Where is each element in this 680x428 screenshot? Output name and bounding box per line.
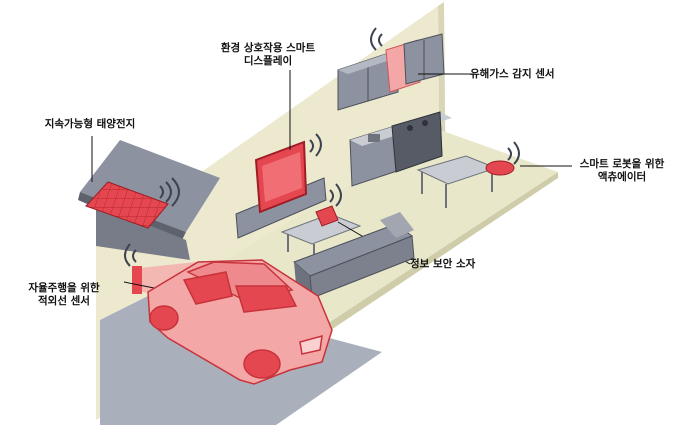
security-device-label: 정보 보안 소자 xyxy=(410,258,476,270)
car-wheel-rear xyxy=(149,305,179,331)
roof xyxy=(80,140,220,232)
coffee-table xyxy=(280,213,362,245)
car-headlight xyxy=(299,334,323,355)
car xyxy=(147,259,333,385)
display-signal-icon xyxy=(309,133,322,157)
car-wheel-front xyxy=(243,349,281,379)
ir-sensor xyxy=(132,266,142,294)
smart-display-label: 환경 상호작용 스마트 디스플레이 xyxy=(220,42,316,67)
solar-cell-label: 지속가능형 태양전지 xyxy=(44,118,136,130)
ir-sensor-label: 자율주행을 위한 적외선 센서 xyxy=(28,282,100,307)
robot-vacuum xyxy=(485,160,515,176)
car-side-window xyxy=(182,271,233,305)
security-device xyxy=(315,205,339,227)
security-signal-icon xyxy=(329,183,342,207)
sofa-side xyxy=(309,235,415,299)
solar-panel xyxy=(85,181,169,229)
ir-signal-icon xyxy=(124,243,137,267)
car-windshield xyxy=(234,285,298,313)
solar-signal-icon xyxy=(159,177,180,207)
stove xyxy=(391,111,443,173)
floor-front-edge xyxy=(295,172,558,352)
robot-actuator-label: 스마트 로봇을 위한 액츄에이터 xyxy=(579,158,665,183)
gas-sensor-label: 유해가스 감지 센서 xyxy=(470,68,555,80)
ir-leader-line xyxy=(123,281,155,289)
sofa-back xyxy=(380,212,414,238)
gas-signal-icon xyxy=(370,27,383,51)
robot-signal-icon xyxy=(507,141,520,165)
